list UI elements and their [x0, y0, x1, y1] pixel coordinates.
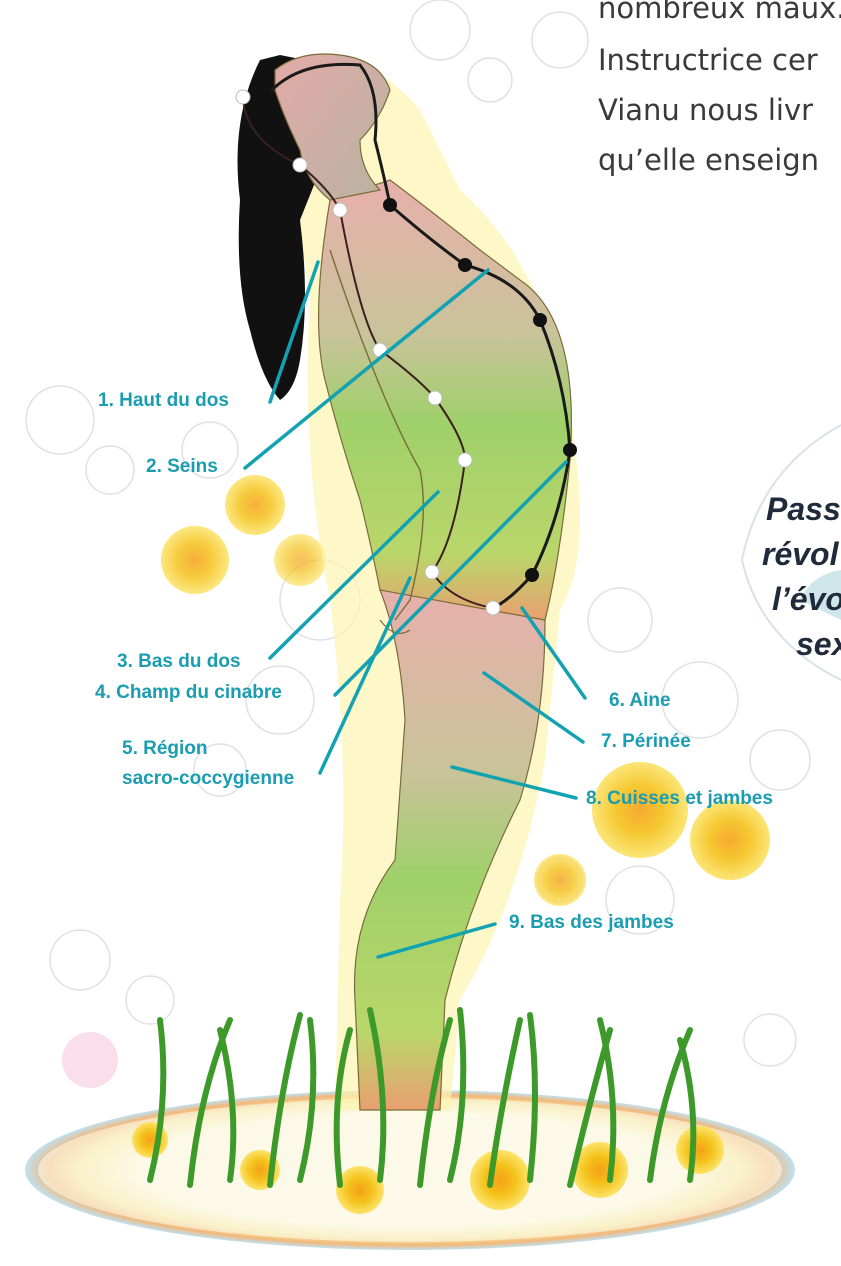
label-champ-du-cinabre: 4. Champ du cinabre	[95, 681, 282, 705]
quote-line-4: sex	[796, 628, 841, 660]
label-sacro-coccygienne: sacro-coccygienne	[122, 767, 294, 791]
article-line-3: Vianu nous livr	[598, 96, 813, 125]
label-region: 5. Région	[122, 737, 208, 761]
article-line-2: Instructrice cer	[598, 46, 818, 75]
article-line-4: qu’elle enseign	[598, 146, 819, 175]
label-haut-du-dos: 1. Haut du dos	[98, 389, 229, 413]
label-aine: 6. Aine	[609, 689, 671, 713]
quote-line-2: révol	[762, 538, 838, 570]
quote-line-3: l’évo	[772, 583, 841, 615]
label-perinee: 7. Périnée	[601, 730, 691, 754]
quote-line-1: Pass	[766, 493, 841, 525]
label-cuisses-et-jambes: 8. Cuisses et jambes	[586, 787, 773, 811]
article-line-1: nombreux maux.	[598, 0, 841, 23]
label-seins: 2. Seins	[146, 455, 218, 479]
label-bas-du-dos: 3. Bas du dos	[117, 650, 241, 674]
label-bas-des-jambes: 9. Bas des jambes	[509, 911, 674, 935]
